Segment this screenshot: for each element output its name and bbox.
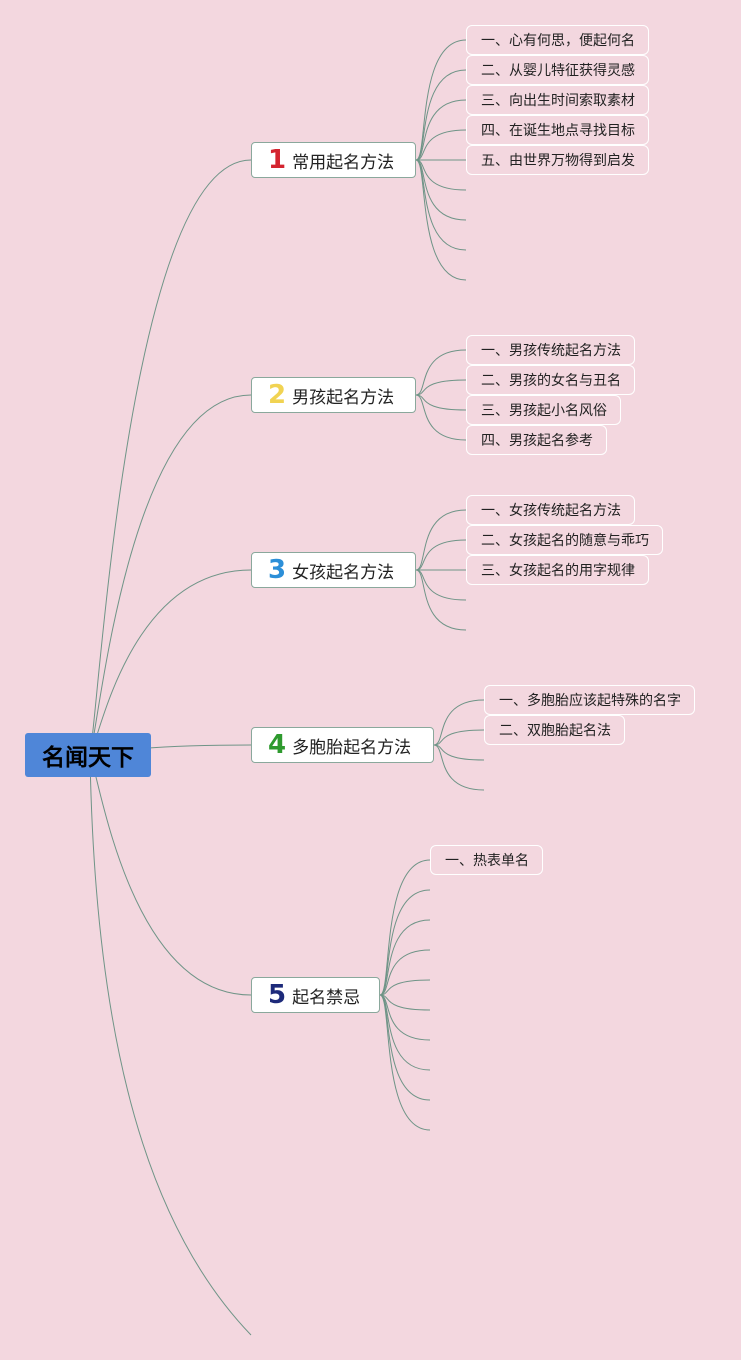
branch-connector [415,509,467,571]
branch-node-3[interactable]: 3 女孩起名方法 [251,552,416,588]
leaf-label: 二、男孩的女名与丑名 [481,373,621,389]
leaf-node[interactable]: 二、男孩的女名与丑名 [466,365,635,395]
branch-node-4[interactable]: 4 多胞胎起名方法 [251,727,434,763]
branch-connector [433,699,485,746]
branch-connector [415,569,467,631]
leaf-label: 一、男孩传统起名方法 [481,343,621,359]
branch-number-2: 2 [268,380,287,410]
root-connector [89,394,252,756]
root-label: 名闻天下 [42,745,134,771]
branch-connector [379,949,431,996]
branch-label-2: 男孩起名方法 [292,387,395,408]
leaf-label: 四、男孩起名参考 [481,433,593,449]
root-connector [89,569,252,756]
branch-connector [415,159,467,251]
branch-label-1: 常用起名方法 [292,152,395,173]
branch-number-5: 5 [268,980,287,1010]
branch-connector [415,159,467,191]
branch-connector [379,994,431,1131]
leaf-label: 三、向出生时间索取素材 [481,93,635,109]
leaf-node[interactable]: 四、在诞生地点寻找目标 [466,115,649,145]
branch-connector [415,394,467,441]
leaf-node[interactable]: 一、多胞胎应该起特殊的名字 [484,685,695,715]
leaf-node[interactable]: 三、向出生时间索取素材 [466,85,649,115]
branch-label-4: 多胞胎起名方法 [292,737,412,758]
branch-connector [433,729,485,746]
branch-connector [415,99,467,161]
branch-connector [415,394,467,411]
branch-connector [415,39,467,161]
branch-node-2[interactable]: 2 男孩起名方法 [251,377,416,413]
branch-label-5: 起名禁忌 [292,987,361,1008]
branch-connector [415,129,467,161]
root-connector [89,754,252,1336]
root-node[interactable]: 名闻天下 [25,733,151,777]
leaf-label: 一、多胞胎应该起特殊的名字 [499,693,681,709]
leaf-node[interactable]: 三、女孩起名的用字规律 [466,555,649,585]
branch-connector [415,379,467,396]
leaf-label: 三、女孩起名的用字规律 [481,563,635,579]
branch-connector [415,159,467,281]
branch-number-1: 1 [268,145,287,175]
leaf-label: 四、在诞生地点寻找目标 [481,123,635,139]
branch-connector [433,744,485,791]
branch-node-1[interactable]: 1 常用起名方法 [251,142,416,178]
leaf-label: 一、热表单名 [445,853,529,869]
branch-connector [433,744,485,761]
leaf-label: 二、双胞胎起名法 [499,723,611,739]
branch-connector [415,569,467,601]
leaf-label: 二、从婴儿特征获得灵感 [481,63,635,79]
leaf-node[interactable]: 二、女孩起名的随意与乖巧 [466,525,663,555]
leaf-node[interactable]: 二、从婴儿特征获得灵感 [466,55,649,85]
root-connector [89,159,252,756]
leaf-label: 三、男孩起小名风俗 [481,403,607,419]
leaf-node[interactable]: 一、男孩传统起名方法 [466,335,635,365]
branch-connector [379,994,431,1101]
leaf-label: 五、由世界万物得到启发 [481,153,635,169]
leaf-label: 一、女孩传统起名方法 [481,503,621,519]
leaf-label: 一、心有何思，便起何名 [481,33,635,49]
leaf-label: 二、女孩起名的随意与乖巧 [481,533,649,549]
branch-label-3: 女孩起名方法 [292,562,395,583]
branch-connector [415,349,467,396]
leaf-node[interactable]: 一、女孩传统起名方法 [466,495,635,525]
branch-connector [379,889,431,996]
leaf-node[interactable]: 五、由世界万物得到启发 [466,145,649,175]
leaf-node[interactable]: 二、双胞胎起名法 [484,715,625,745]
branch-number-3: 3 [268,555,287,585]
root-connector [89,754,252,996]
leaf-node[interactable]: 四、男孩起名参考 [466,425,607,455]
branch-number-4: 4 [268,730,287,760]
branch-connector [415,69,467,161]
leaf-node[interactable]: 三、男孩起小名风俗 [466,395,621,425]
branch-connector [379,919,431,996]
leaf-node[interactable]: 一、心有何思，便起何名 [466,25,649,55]
branch-connector [415,539,467,571]
branch-connector [379,979,431,996]
leaf-node[interactable]: 一、热表单名 [430,845,543,875]
branch-node-5[interactable]: 5 起名禁忌 [251,977,380,1013]
branch-connector [379,994,431,1011]
